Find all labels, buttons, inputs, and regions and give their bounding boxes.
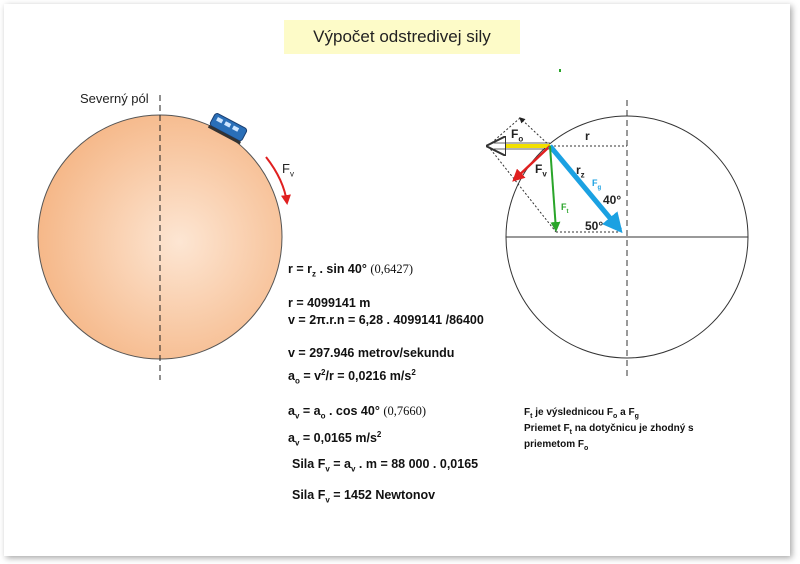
- formula-line-8: Sila Fv = av . m = 88 000 . 0,0165: [292, 457, 478, 474]
- f5b-sup: 2: [321, 368, 326, 377]
- fv-sub: v: [289, 169, 294, 179]
- n1b-sub: o: [613, 413, 618, 420]
- note-line-3: priemetom Fo: [524, 439, 588, 452]
- ft-main: F: [561, 202, 567, 212]
- formula-line-5: ao = v2/r = 0,0216 m/s2: [288, 368, 416, 386]
- train-icon: [207, 113, 248, 145]
- f6a: a: [288, 404, 295, 418]
- n1b: je výslednicou F: [532, 407, 614, 418]
- n2a-sub: t: [569, 429, 572, 436]
- f8c: . m = 88 000 . 0,0165: [355, 457, 479, 471]
- fv-right-sub: v: [542, 169, 547, 179]
- f8a: Sila F: [292, 457, 326, 471]
- note-line-2: Priemet Ft na dotyčnicu je zhodný s: [524, 423, 694, 436]
- formula-line-1: r = rz . sin 40° (0,6427): [288, 262, 413, 279]
- n1a: F: [524, 407, 531, 418]
- fo-main: F: [511, 127, 519, 141]
- n1c: a F: [617, 407, 635, 418]
- f5c: /r = 0,0216 m/s: [325, 369, 412, 384]
- formula-line-2: r = 4099141 m: [288, 296, 371, 310]
- f8b: = a: [329, 457, 351, 471]
- r-label: r: [585, 129, 590, 143]
- f9a: Sila F: [292, 488, 326, 502]
- f7a: a: [288, 431, 295, 446]
- fg-sub: g: [597, 184, 602, 191]
- parallelogram-dash-1: [487, 145, 557, 233]
- f9b: = 1452 Newtonov: [329, 488, 436, 502]
- angle-40-label: 40°: [603, 193, 622, 207]
- formula-line-7: av = 0,0165 m/s2: [288, 430, 381, 448]
- f5b: = v: [299, 369, 322, 384]
- f6d: (0,7660): [383, 404, 427, 418]
- f1c: (0,6427): [370, 262, 414, 276]
- fv-label-right: Fv: [535, 162, 547, 178]
- f6c: . cos 40°: [325, 404, 384, 418]
- fg-main: F: [592, 178, 598, 188]
- fv-arrow: [512, 145, 551, 182]
- parallelogram-dash-2: [487, 117, 521, 147]
- formula-line-4: v = 297.946 metrov/sekundu: [288, 346, 455, 360]
- f5a-sub: o: [294, 376, 300, 386]
- fv-right-main: F: [535, 162, 543, 176]
- f1b: . sin 40°: [315, 262, 371, 276]
- fv-curved-arrow: [265, 156, 291, 205]
- note-line-1: Ft je výslednicou Fo a Fg: [524, 407, 639, 420]
- f6b: = a: [299, 404, 321, 418]
- rz-label: rz: [576, 163, 585, 179]
- f1a: r = r: [288, 262, 312, 276]
- decorative-dot: [559, 69, 561, 72]
- fv-label-left: Fv: [282, 161, 294, 179]
- north-pole-label: Severný pól: [80, 91, 149, 106]
- f9a-sub: v: [325, 495, 330, 505]
- fg-label: Fg: [592, 178, 601, 191]
- fo-sub: o: [518, 134, 524, 144]
- fv-main: F: [282, 161, 290, 176]
- formula-line-3: v = 2π.r.n = 6,28 . 4099141 /86400: [288, 313, 484, 327]
- f1a-sub: z: [311, 269, 316, 279]
- f7a-sub: v: [294, 438, 300, 448]
- n3a-sub: o: [584, 445, 589, 452]
- f6b-sub: o: [320, 411, 326, 421]
- formula-line-9: Sila Fv = 1452 Newtonov: [292, 488, 435, 505]
- ft-label: Ft: [561, 202, 569, 215]
- n2a: Priemet F: [524, 423, 570, 434]
- n1c-sub: g: [634, 413, 639, 420]
- fg-arrow: [548, 144, 623, 234]
- fo-label: Fo: [511, 127, 523, 143]
- f7b: = 0,0165 m/s: [299, 431, 377, 446]
- n1a-sub: t: [530, 413, 533, 420]
- n2b: na dotyčnicu je zhodný s: [571, 423, 694, 434]
- f7b-sup: 2: [376, 430, 382, 439]
- angle-50-label: 50°: [585, 219, 604, 233]
- title-text: Výpočet odstredivej sily: [313, 27, 491, 46]
- f8a-sub: v: [325, 464, 330, 474]
- ft-sub: t: [566, 208, 569, 215]
- page-title: Výpočet odstredivej sily: [284, 20, 520, 54]
- f8b-sub: v: [351, 464, 356, 474]
- tangent-dashed-line: [519, 117, 551, 147]
- ft-arrow: [549, 145, 561, 232]
- formula-line-6: av = ao . cos 40° (0,7660): [288, 404, 426, 421]
- rz-main: r: [576, 163, 581, 177]
- f5c-sup: 2: [411, 368, 416, 377]
- rz-sub: z: [580, 170, 585, 180]
- f5a: a: [288, 369, 295, 384]
- f6a-sub: v: [294, 411, 300, 421]
- n3a: priemetom F: [524, 439, 585, 450]
